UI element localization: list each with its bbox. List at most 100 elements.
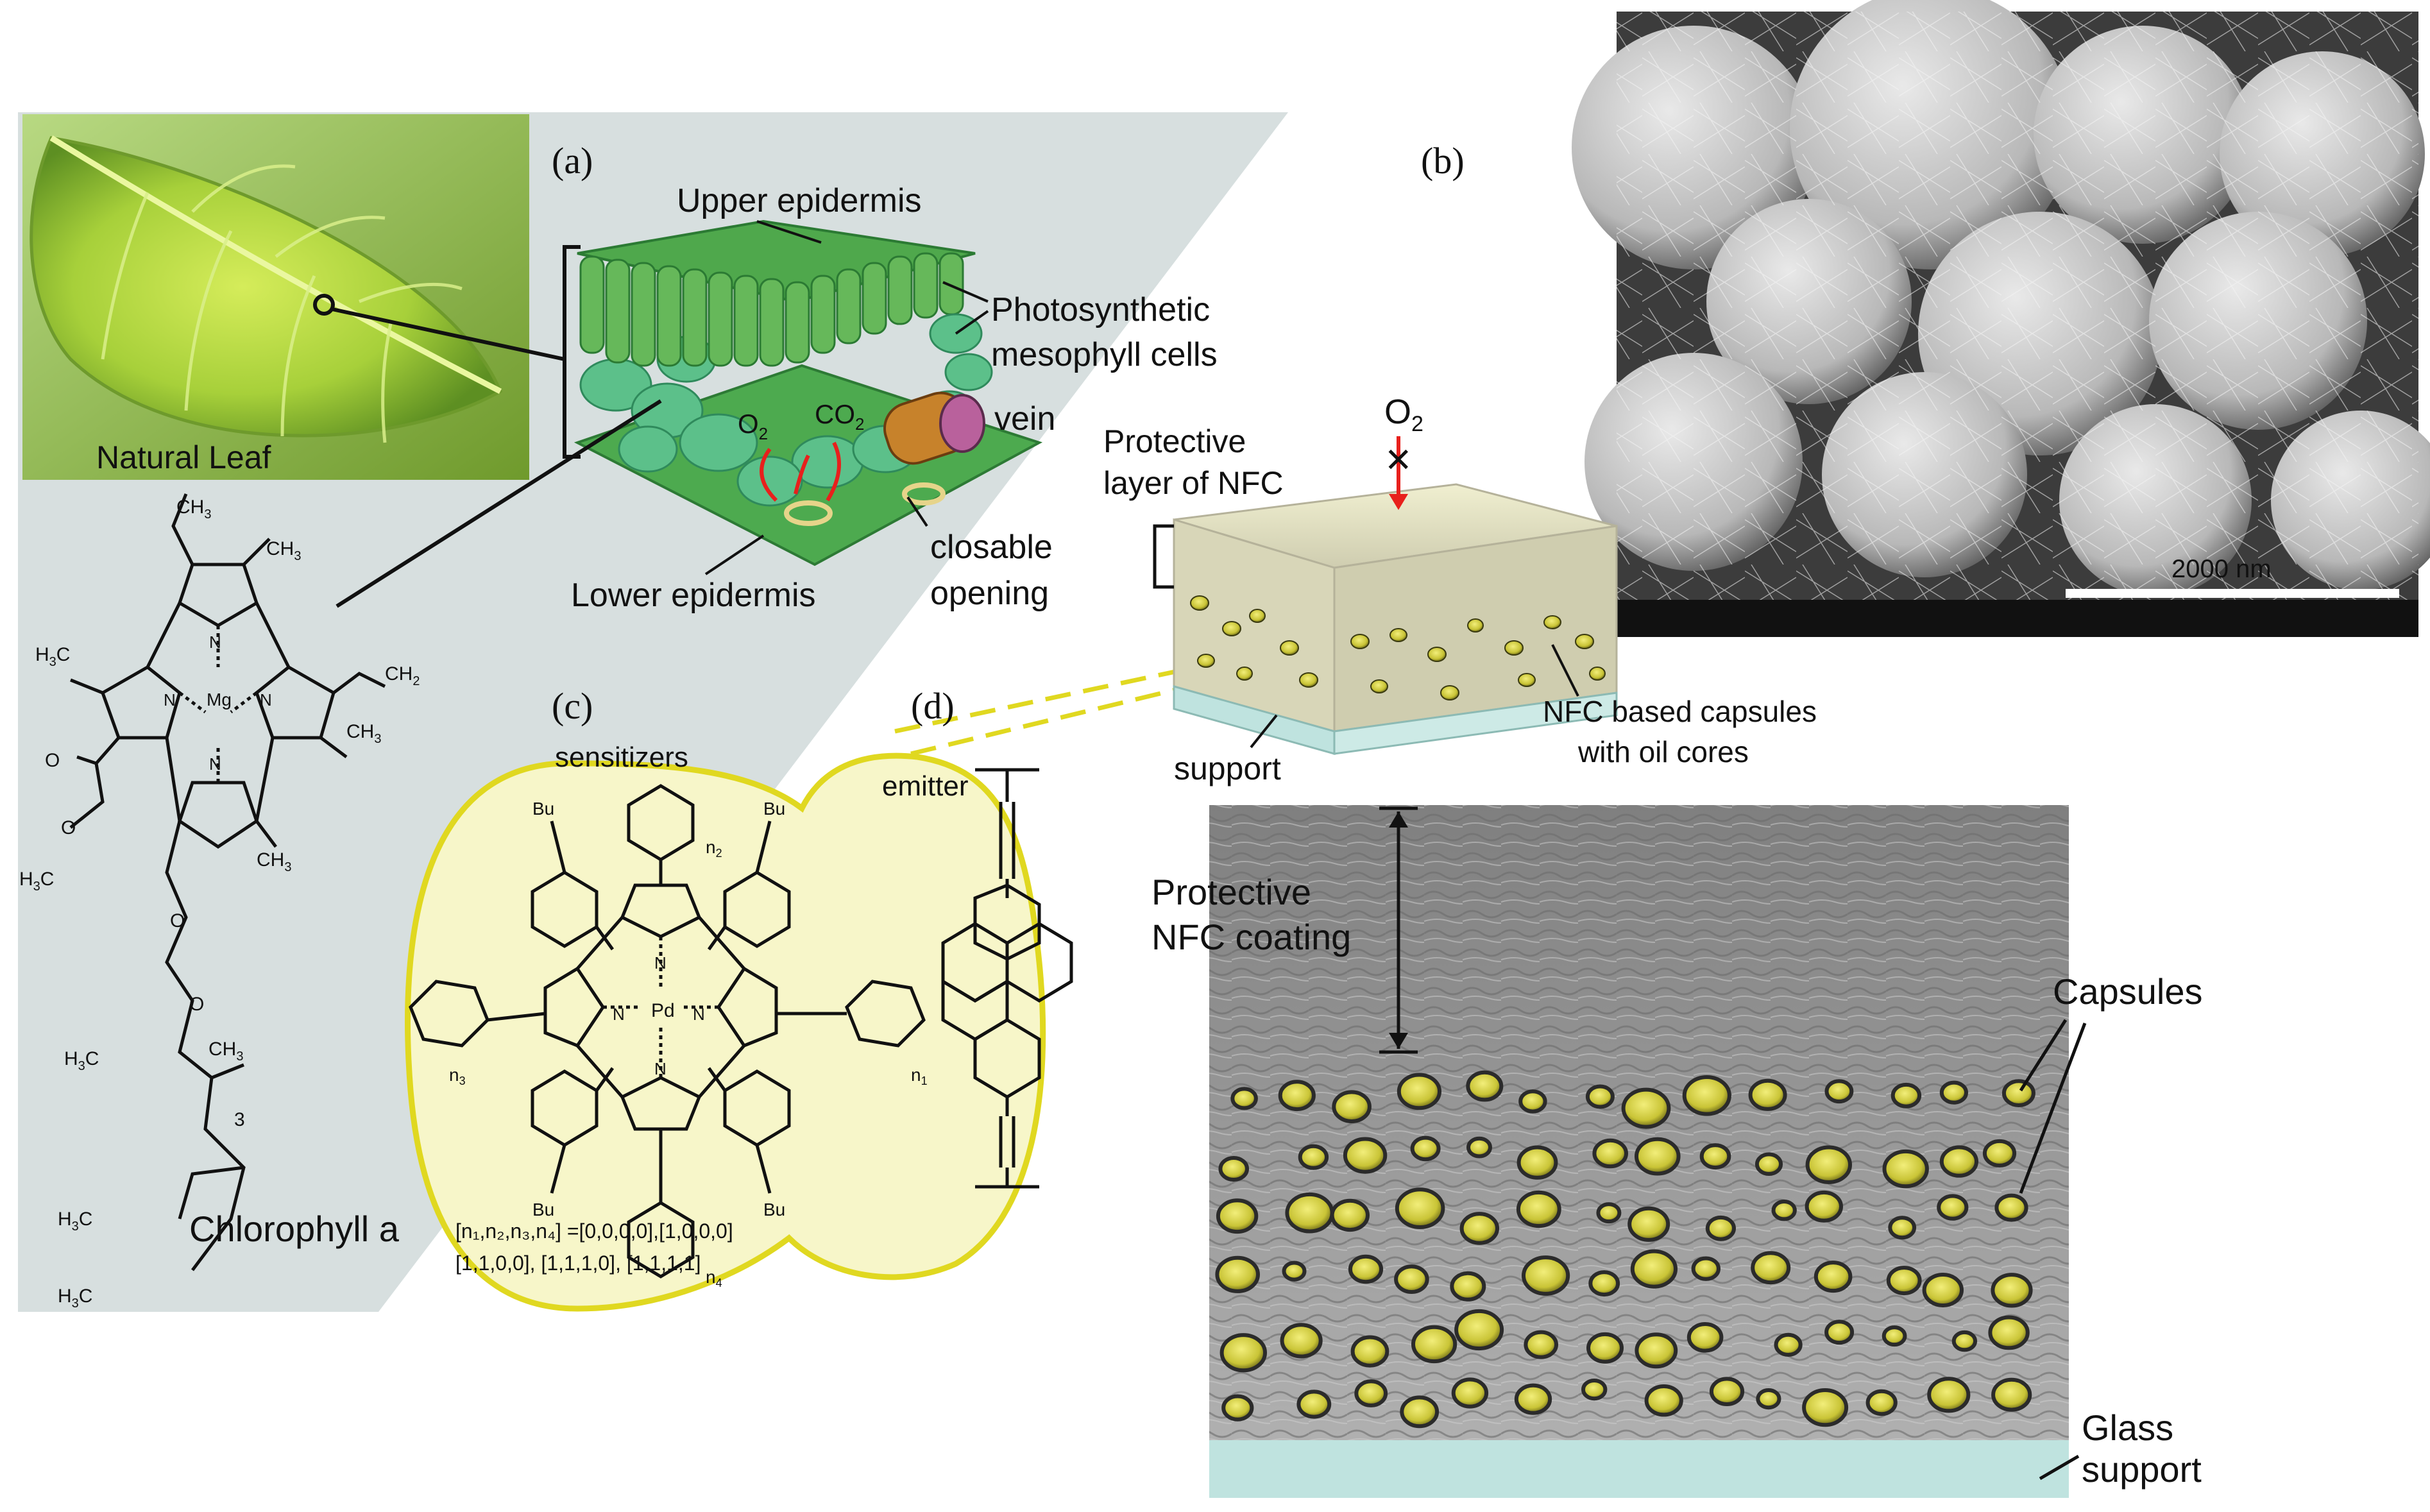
capsule	[1280, 1323, 1323, 1359]
capsule	[1882, 1325, 1907, 1347]
svg-text:Bu: Bu	[532, 1200, 554, 1219]
capsule	[1630, 1249, 1678, 1289]
coating-block: O2 ✕ Protective layer of NFC NFC based c…	[1103, 393, 1817, 786]
callout-leaders	[894, 665, 1203, 756]
capsule	[1991, 1377, 2032, 1412]
capsule	[1805, 1145, 1853, 1184]
o2-blocked-label: O2	[1384, 393, 1423, 436]
capsule	[1939, 1145, 1978, 1178]
capsule	[1596, 1202, 1622, 1224]
capsule	[1635, 1332, 1678, 1369]
capsule	[1755, 1152, 1783, 1176]
svg-text:O: O	[170, 910, 185, 931]
capsule	[1296, 1389, 1332, 1419]
glass-support-label-1: Glass	[2082, 1407, 2173, 1448]
capsule	[1230, 1087, 1258, 1110]
capsule	[1581, 1379, 1608, 1401]
svg-text:Pd: Pd	[651, 1000, 675, 1021]
svg-text:H3C: H3C	[35, 644, 70, 669]
leaf-caption: Natural Leaf	[96, 439, 271, 475]
svg-text:n1: n1	[911, 1065, 928, 1087]
o2-small-label: O2	[738, 409, 768, 443]
svg-text:Bu: Bu	[763, 1200, 785, 1219]
capsule	[1215, 1255, 1260, 1293]
capsule	[1285, 1192, 1334, 1234]
svg-text:H3C: H3C	[19, 869, 54, 894]
svg-text:N: N	[260, 690, 272, 709]
capsule	[1751, 1251, 1791, 1285]
capsule	[1517, 1145, 1558, 1180]
svg-text:3: 3	[234, 1109, 245, 1130]
capsule	[1709, 1377, 1745, 1406]
vein-label: vein	[994, 400, 1055, 437]
emitter-title: emitter	[882, 770, 968, 802]
pd-porphyrin-labels: Bu Bu Bu Bu Pd N N N N n2 n3 n1 n4 [n₁,n…	[449, 799, 928, 1289]
capsule	[1395, 1187, 1445, 1229]
sensitizers-title: sensitizers	[555, 742, 688, 773]
capsule	[1805, 1190, 1844, 1223]
capsule	[1687, 1322, 1724, 1353]
capsule	[1330, 1198, 1370, 1232]
capsule	[1221, 1394, 1254, 1422]
svg-text:O: O	[61, 817, 76, 838]
capsules-label: Capsules	[2053, 971, 2202, 1012]
capsule	[1466, 1136, 1492, 1159]
svg-text:CH3: CH3	[257, 849, 291, 874]
capsule	[1397, 1073, 1441, 1110]
capsule	[1627, 1206, 1670, 1242]
svg-text:n2: n2	[706, 837, 722, 860]
capsule	[1939, 1080, 1968, 1105]
svg-text:Bu: Bu	[763, 799, 785, 819]
capsule	[1298, 1144, 1329, 1170]
svg-text:O: O	[45, 750, 60, 771]
capsule	[1592, 1138, 1628, 1169]
svg-text:n3: n3	[449, 1065, 466, 1087]
capsule	[1635, 1137, 1681, 1176]
support-label: support	[1174, 751, 1281, 786]
panel-a-labels: (a) Upper epidermis Photosynthetic mesop…	[336, 140, 1218, 614]
capsule	[1216, 1198, 1259, 1234]
capsule	[1410, 1135, 1441, 1162]
svg-text:N: N	[209, 633, 221, 652]
capsule	[1411, 1325, 1457, 1364]
capsule	[1824, 1320, 1855, 1345]
capsule	[1882, 1149, 1929, 1189]
capsule	[1988, 1315, 2030, 1350]
capsule	[1621, 1087, 1671, 1129]
capsule	[1886, 1266, 1922, 1296]
svg-text:N: N	[613, 1005, 625, 1024]
capsule	[1451, 1377, 1489, 1409]
callout-bubbles	[405, 752, 1046, 1312]
scale-bar-label: 2000 nm	[2171, 555, 2272, 583]
capsule	[1771, 1200, 1797, 1221]
capsule	[1705, 1215, 1736, 1241]
capsule	[1459, 1212, 1500, 1245]
svg-text:O: O	[189, 994, 204, 1015]
capsule	[1585, 1084, 1615, 1109]
capsule	[1994, 1193, 2028, 1222]
capsule	[1518, 1089, 1547, 1114]
formula-line-1: [n₁,n₂,n₃,n₄] =[0,0,0,0],[1,0,0,0]	[455, 1219, 733, 1243]
capsule	[1682, 1075, 1731, 1116]
chlorophyll-a-structure	[69, 493, 386, 1271]
nfc-capsules-label-1: NFC based capsules	[1543, 695, 1817, 728]
lower-epidermis-label: Lower epidermis	[571, 577, 816, 614]
emitter-structure	[941, 768, 1073, 1189]
leaf-cross-section: O2 CO2	[563, 219, 1043, 566]
sem-micrograph: 2000 nm	[1572, 0, 2430, 637]
svg-text:H3C: H3C	[64, 1048, 99, 1073]
capsule	[2001, 1079, 2035, 1107]
svg-text:Bu: Bu	[532, 799, 554, 819]
glass-support-label-2: support	[2082, 1449, 2202, 1490]
svg-text:CH3: CH3	[266, 538, 301, 563]
capsule	[1951, 1330, 1978, 1352]
svg-text:H3C: H3C	[58, 1209, 92, 1234]
panel-d-tag: (d)	[911, 685, 955, 727]
svg-text:Mg: Mg	[207, 690, 232, 709]
capsule	[1748, 1078, 1787, 1111]
nfc-coating-label-1: Protective	[1151, 872, 1311, 912]
protective-layer-label-1: Protective	[1103, 423, 1246, 459]
svg-text:N: N	[209, 754, 221, 774]
capsule	[1802, 1388, 1849, 1427]
formula-line-2: [1,1,0,0], [1,1,1,0], [1,1,1,1]	[455, 1252, 701, 1275]
